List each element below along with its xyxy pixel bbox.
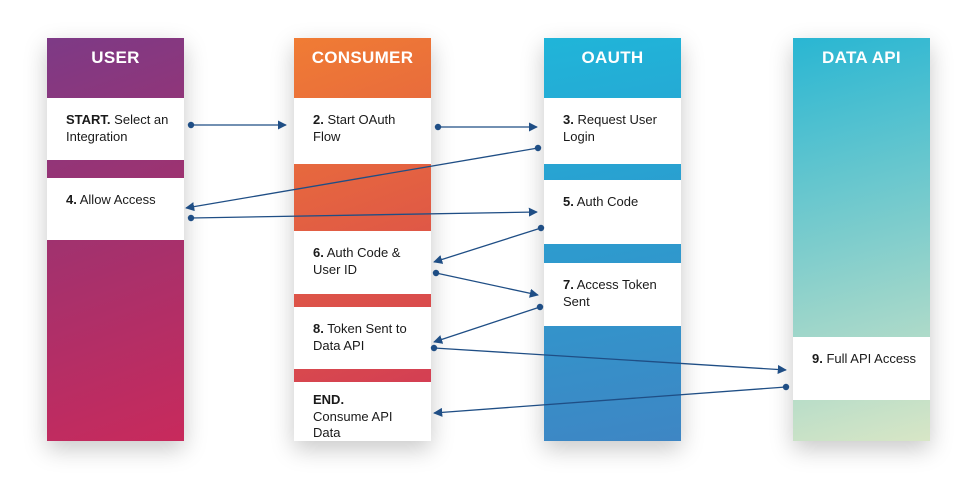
flow-arrow-start-dot bbox=[534, 144, 542, 152]
flow-arrow-start-dot bbox=[430, 344, 438, 352]
step-text: Token Sent to Data API bbox=[313, 321, 407, 353]
card-access-token-sent: 7. Access Token Sent bbox=[544, 263, 681, 326]
step-text: Access Token Sent bbox=[563, 277, 657, 309]
step-number: 5. bbox=[563, 194, 574, 209]
flow-arrow-start-dot bbox=[536, 303, 544, 311]
column-data-api: DATA API 9. Full API Access bbox=[793, 38, 930, 441]
column-title-oauth: OAUTH bbox=[581, 48, 644, 67]
step-number: 4. bbox=[66, 192, 77, 207]
flow-arrow-7 bbox=[433, 306, 541, 344]
step-number: END. bbox=[313, 392, 345, 407]
card-token-sent-data-api: 8. Token Sent to Data API bbox=[294, 307, 431, 369]
column-consumer: CONSUMER 2. Start OAuth Flow 6. Auth Cod… bbox=[294, 38, 431, 441]
flow-arrow-4 bbox=[190, 207, 538, 219]
card-request-user-login: 3. Request User Login bbox=[544, 98, 681, 164]
step-text: Start OAuth Flow bbox=[313, 112, 396, 144]
step-text: Select an Integration bbox=[66, 112, 169, 144]
step-number: 8. bbox=[313, 321, 324, 336]
flow-arrow-3 bbox=[185, 147, 539, 212]
step-text: Auth Code & User ID bbox=[313, 245, 401, 277]
step-number: 9. bbox=[812, 351, 823, 366]
card-start-select-integration: START. Select an Integration bbox=[47, 98, 184, 160]
step-number: 3. bbox=[563, 112, 574, 127]
flow-arrow-8 bbox=[433, 347, 787, 375]
flow-arrow-start-dot bbox=[782, 383, 790, 391]
column-title-data-api: DATA API bbox=[822, 48, 901, 67]
card-allow-access: 4. Allow Access bbox=[47, 178, 184, 240]
step-text: Request User Login bbox=[563, 112, 657, 144]
card-full-api-access: 9. Full API Access bbox=[793, 337, 930, 400]
step-number: 2. bbox=[313, 112, 324, 127]
flow-arrow-start-dot bbox=[434, 123, 442, 131]
column-oauth: OAUTH 3. Request User Login 5. Auth Code… bbox=[544, 38, 681, 441]
flow-arrow-start-dot bbox=[187, 214, 195, 222]
card-start-oauth-flow: 2. Start OAuth Flow bbox=[294, 98, 431, 164]
flow-arrow-start-dot bbox=[187, 121, 195, 129]
flow-arrow-5 bbox=[433, 227, 542, 264]
step-text: Auth Code bbox=[576, 194, 639, 209]
card-auth-code-user-id: 6. Auth Code & User ID bbox=[294, 231, 431, 294]
step-number: 7. bbox=[563, 277, 574, 292]
step-text: Full API Access bbox=[826, 351, 917, 366]
flow-arrow-start-dot bbox=[537, 224, 545, 232]
step-text: Allow Access bbox=[79, 192, 156, 207]
column-user: USER START. Select an Integration 4. All… bbox=[47, 38, 184, 441]
column-title-user: USER bbox=[91, 48, 140, 67]
step-text: Consume API Data bbox=[313, 408, 393, 441]
step-number: START. bbox=[66, 112, 111, 127]
card-auth-code: 5. Auth Code bbox=[544, 180, 681, 244]
step-number: 6. bbox=[313, 245, 324, 260]
flow-arrow-9 bbox=[433, 386, 787, 417]
card-end-consume-api-data: END.Consume API Data bbox=[294, 382, 431, 441]
flow-arrow-start-dot bbox=[432, 269, 440, 277]
flow-arrow-6 bbox=[435, 272, 539, 298]
column-title-consumer: CONSUMER bbox=[311, 48, 414, 67]
